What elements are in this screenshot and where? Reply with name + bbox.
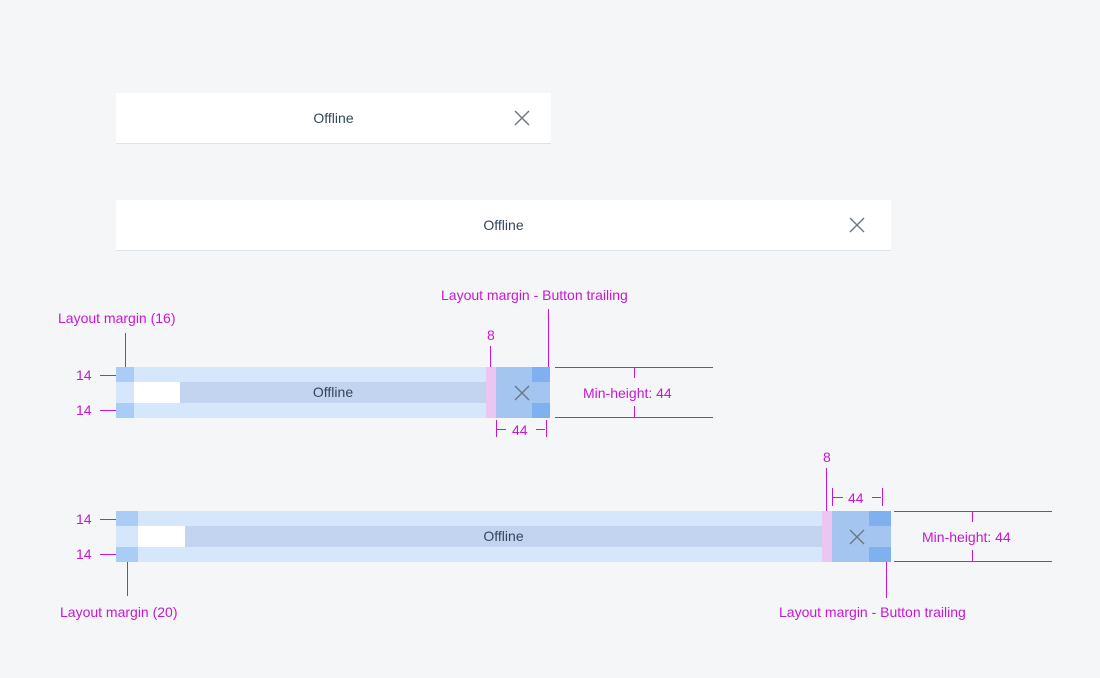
top-padding-label: 14 bbox=[76, 367, 92, 383]
measure-line bbox=[833, 497, 843, 498]
button-width-label: 44 bbox=[512, 422, 528, 438]
offline-banner-small: Offline bbox=[116, 93, 551, 143]
offline-banner-large: Offline bbox=[116, 200, 891, 250]
measure-line bbox=[634, 406, 635, 417]
spacing-8-area bbox=[822, 511, 832, 562]
measure-line bbox=[894, 561, 1052, 562]
content-white bbox=[134, 382, 180, 403]
measure-line bbox=[490, 346, 491, 367]
layout-margin-label: Layout margin (16) bbox=[58, 310, 176, 326]
measure-line bbox=[832, 488, 833, 506]
measure-line bbox=[882, 488, 883, 506]
margin-corner bbox=[116, 367, 134, 382]
measure-line bbox=[886, 562, 887, 598]
content-band bbox=[180, 382, 486, 403]
margin-corner bbox=[116, 547, 138, 562]
button-trailing-label: Layout margin - Button trailing bbox=[779, 604, 966, 620]
button-trailing-label: Layout margin - Button trailing bbox=[441, 287, 628, 303]
measure-line bbox=[546, 420, 547, 437]
button-edge bbox=[869, 511, 891, 526]
measure-line bbox=[536, 429, 545, 430]
measure-line bbox=[100, 375, 116, 376]
measure-line bbox=[127, 562, 128, 596]
content-white bbox=[138, 526, 185, 547]
measure-line bbox=[555, 367, 713, 368]
measure-line bbox=[972, 512, 973, 522]
measure-line bbox=[634, 368, 635, 378]
button-width-label: 44 bbox=[848, 490, 864, 506]
banner-message: Offline bbox=[483, 217, 524, 233]
close-icon bbox=[849, 529, 865, 545]
banner-message: Offline bbox=[313, 110, 354, 126]
measure-line bbox=[555, 417, 713, 418]
close-icon[interactable] bbox=[849, 217, 865, 233]
bottom-padding-label: 14 bbox=[76, 402, 92, 418]
spacing-label: 8 bbox=[487, 327, 495, 343]
content-band bbox=[185, 526, 822, 547]
top-padding-label: 14 bbox=[76, 511, 92, 527]
button-edge bbox=[532, 367, 550, 382]
close-icon bbox=[514, 385, 530, 401]
margin-corner bbox=[116, 511, 138, 526]
min-height-label: Min-height: 44 bbox=[583, 385, 672, 401]
layout-margin-label: Layout margin (20) bbox=[60, 604, 178, 620]
spacing-8-area bbox=[486, 367, 496, 418]
measure-line bbox=[548, 309, 549, 367]
spec-message: Offline bbox=[312, 384, 354, 400]
measure-line bbox=[826, 468, 827, 511]
button-edge bbox=[869, 547, 891, 562]
measure-line bbox=[100, 554, 116, 555]
min-height-label: Min-height: 44 bbox=[922, 529, 1011, 545]
measure-line bbox=[894, 511, 1052, 512]
spec-message: Offline bbox=[483, 528, 524, 544]
spacing-label: 8 bbox=[823, 449, 831, 465]
measure-line bbox=[496, 420, 497, 437]
close-icon[interactable] bbox=[514, 110, 530, 126]
measure-line bbox=[497, 429, 506, 430]
measure-line bbox=[872, 497, 881, 498]
measure-line bbox=[972, 550, 973, 561]
measure-line bbox=[100, 519, 116, 520]
measure-line bbox=[100, 410, 116, 411]
measure-line bbox=[125, 333, 126, 367]
bottom-padding-label: 14 bbox=[76, 546, 92, 562]
button-edge bbox=[532, 403, 550, 418]
margin-corner bbox=[116, 403, 134, 418]
